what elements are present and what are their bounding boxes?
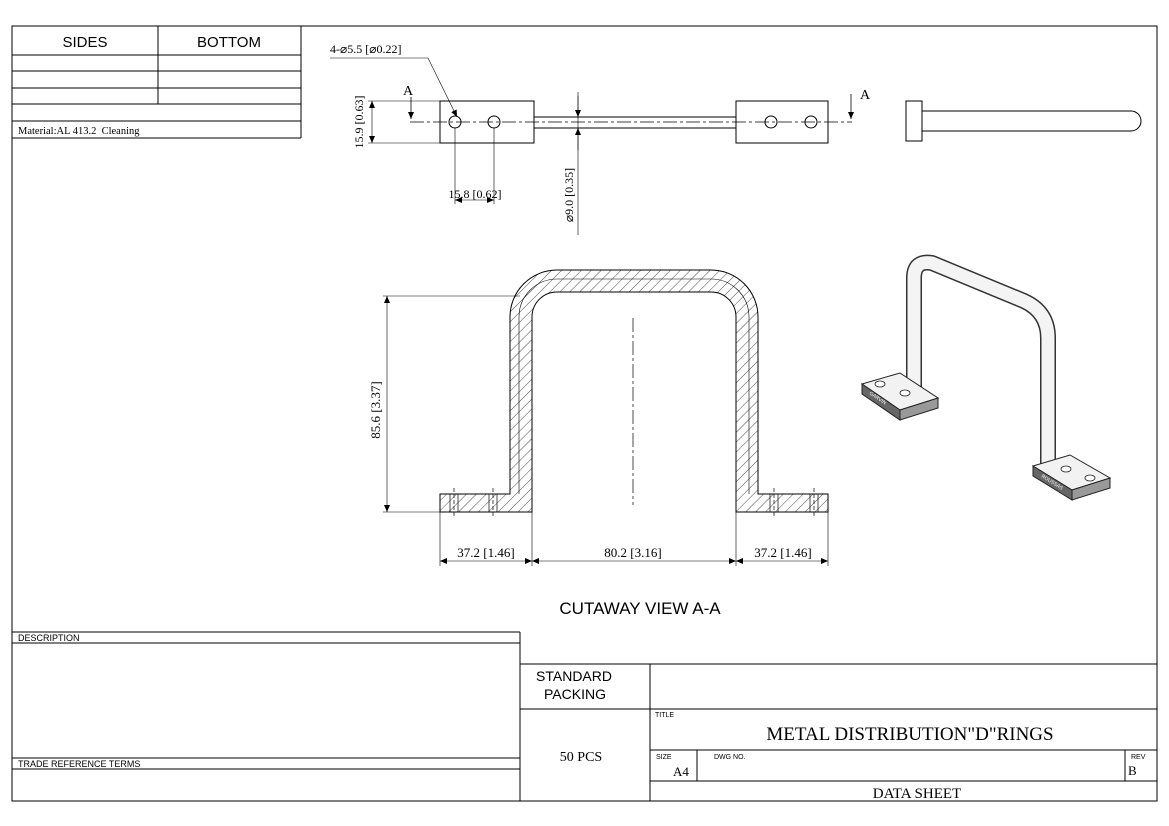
section-mark-left: A <box>403 84 414 99</box>
top-view <box>330 57 1142 235</box>
size-label: SIZE <box>656 754 672 761</box>
rev-label: REV <box>1131 754 1146 761</box>
title-block <box>12 631 1157 801</box>
right-foot-dim: 37.2 [1.46] <box>754 545 811 560</box>
section-hatch <box>439 269 829 513</box>
hole-callout: 4-⌀5.5 [⌀0.22] <box>330 42 401 56</box>
data-sheet-label: DATA SHEET <box>873 786 961 802</box>
inner-width-dim: 80.2 [3.16] <box>604 545 661 560</box>
isometric-view <box>860 254 1112 501</box>
sides-bottom-table <box>12 26 302 139</box>
title-label: TITLE <box>655 712 674 719</box>
left-foot-dim: 37.2 [1.46] <box>457 545 514 560</box>
rod-diameter-dim: ⌀9.0 [0.35] <box>562 168 576 222</box>
cutaway-caption: CUTAWAY VIEW A-A <box>559 599 721 618</box>
size-value: A4 <box>673 764 689 779</box>
sheet-border <box>11 25 1158 802</box>
sides-header: SIDES <box>62 34 107 51</box>
packing-value: 50 PCS <box>560 750 602 765</box>
side-view-head <box>905 100 923 142</box>
dwg-label: DWG NO. <box>714 754 746 761</box>
standard-packing-label-2: PACKING <box>544 686 606 702</box>
material-note: Material:AL 413.2 Cleaning <box>18 126 140 137</box>
section-height-dim: 85.6 [3.37] <box>368 381 383 438</box>
section-mark-right: A <box>860 88 871 103</box>
standard-packing-label-1: STANDARD <box>536 668 612 684</box>
hole-spacing-dim: 15.8 [0.62] <box>449 187 502 201</box>
title-value: METAL DISTRIBUTION"D"RINGS <box>766 724 1053 745</box>
trade-terms-label: TRADE REFERENCE TERMS <box>18 759 140 769</box>
bottom-header: BOTTOM <box>197 34 261 51</box>
rev-value: B <box>1128 763 1137 778</box>
cutaway-section <box>383 269 829 566</box>
description-label: DESCRIPTION <box>18 633 80 643</box>
block-height-dim: 15.9 [0.63] <box>352 96 366 149</box>
